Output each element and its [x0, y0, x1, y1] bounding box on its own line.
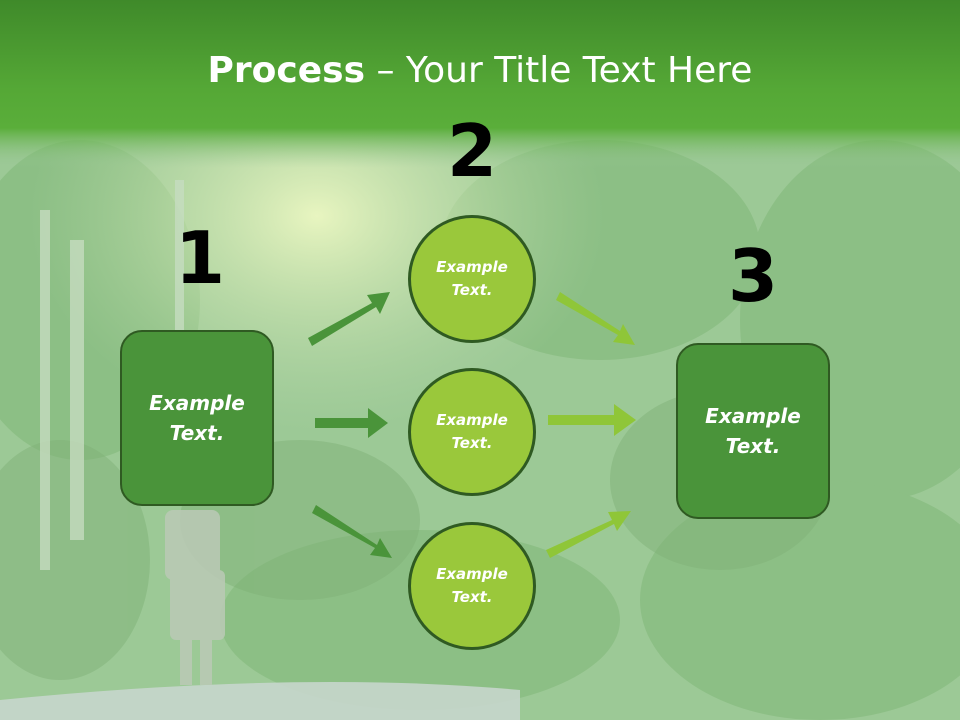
slide-title: Process – Your Title Text Here	[0, 50, 960, 91]
bottom-circle-line2: Text.	[451, 588, 493, 606]
arrow-top-to-right	[556, 292, 635, 345]
right-box-line2: Text.	[725, 434, 781, 458]
arrow-middle-to-right	[548, 404, 636, 436]
bottom-circle-line1: Example	[436, 565, 508, 583]
arrow-left-to-top	[308, 292, 390, 346]
left-step-box: Example Text.	[120, 330, 274, 506]
right-box-line1: Example	[705, 404, 801, 428]
title-bold: Process	[207, 50, 366, 91]
middle-circle: Example Text.	[408, 368, 536, 496]
step-number-1: 1	[174, 216, 226, 300]
left-box-line2: Text.	[169, 421, 225, 445]
top-circle-line2: Text.	[451, 281, 493, 299]
middle-circle-line1: Example	[436, 411, 508, 429]
step-number-2: 2	[446, 109, 498, 193]
right-step-box: Example Text.	[676, 343, 830, 519]
top-circle-line1: Example	[436, 258, 508, 276]
title-rest: – Your Title Text Here	[365, 50, 753, 91]
arrow-left-to-middle	[315, 408, 388, 438]
middle-circle-line2: Text.	[451, 434, 493, 452]
step-number-3: 3	[727, 234, 779, 318]
left-box-line1: Example	[149, 391, 245, 415]
top-circle: Example Text.	[408, 215, 536, 343]
arrow-left-to-bottom	[312, 505, 392, 558]
bottom-circle: Example Text.	[408, 522, 536, 650]
arrow-bottom-to-right	[546, 511, 631, 558]
